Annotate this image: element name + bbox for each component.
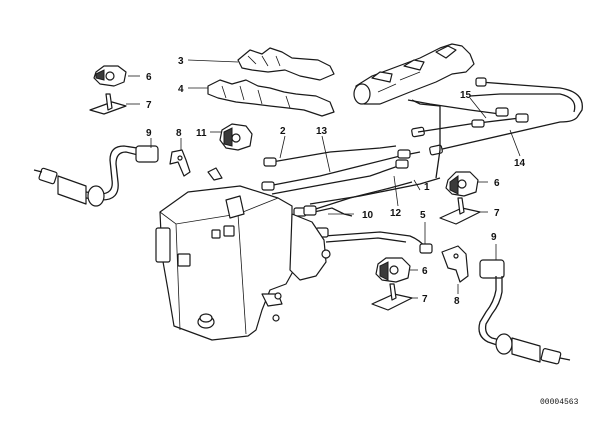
callout-9-left: 9 (146, 128, 152, 139)
master-cylinder (353, 43, 475, 105)
master-cylinder-feed-pipe (411, 99, 441, 179)
brake-pipe-5 (315, 227, 433, 254)
clip-part-7-top (89, 93, 127, 115)
brake-pipe-15 (407, 99, 529, 138)
leader-12 (393, 175, 399, 207)
callout-8-right: 8 (454, 296, 460, 307)
leader-3 (187, 59, 239, 63)
callout-15: 15 (460, 90, 472, 101)
callout-6-center: 6 (422, 266, 428, 277)
leader-15 (469, 97, 487, 119)
callout-6-top: 6 (146, 72, 152, 83)
leader-14 (509, 129, 521, 157)
callout-5: 5 (420, 210, 426, 221)
grommet-part-6-right (445, 171, 479, 197)
clip-part-7-right (439, 197, 481, 225)
leader-2 (279, 135, 286, 159)
callout-4: 4 (178, 84, 184, 95)
brake-hose-9-right (478, 259, 571, 365)
bracket-part-8-right (441, 245, 469, 283)
callout-3: 3 (178, 56, 184, 67)
callout-10: 10 (362, 210, 374, 221)
brake-hose-9-left (33, 145, 159, 207)
brake-pipe-2 (263, 145, 397, 167)
callout-12: 12 (390, 208, 402, 219)
grommet-part-6-top (93, 65, 127, 87)
callout-7-top: 7 (146, 100, 152, 111)
brake-pipe-10 (303, 205, 353, 217)
leader-13 (321, 135, 331, 173)
bracket-part-4 (207, 79, 335, 117)
callout-9-right: 9 (491, 232, 497, 243)
bracket-part-8-left (169, 149, 191, 177)
callout-7-center: 7 (422, 294, 428, 305)
grommet-part-6-center (375, 257, 411, 283)
bracket-part-3 (237, 47, 335, 81)
clip-part-7-center (371, 283, 413, 311)
callout-7-right: 7 (494, 208, 500, 219)
abs-hydraulic-unit (155, 167, 331, 341)
grommet-part-11 (219, 123, 253, 151)
callout-6-right: 6 (494, 178, 500, 189)
brake-pipe-1 (309, 177, 441, 205)
callout-11: 11 (196, 128, 207, 139)
diagram-reference-number: 00004563 (540, 398, 579, 407)
callout-13: 13 (316, 126, 328, 137)
brake-pipe-14 (429, 77, 583, 156)
brake-pipe-13 (261, 149, 421, 195)
callout-14: 14 (514, 158, 526, 169)
callout-1: 1 (424, 182, 430, 193)
callout-2: 2 (280, 126, 286, 137)
callout-8-left: 8 (176, 128, 182, 139)
leader-1 (413, 179, 421, 191)
